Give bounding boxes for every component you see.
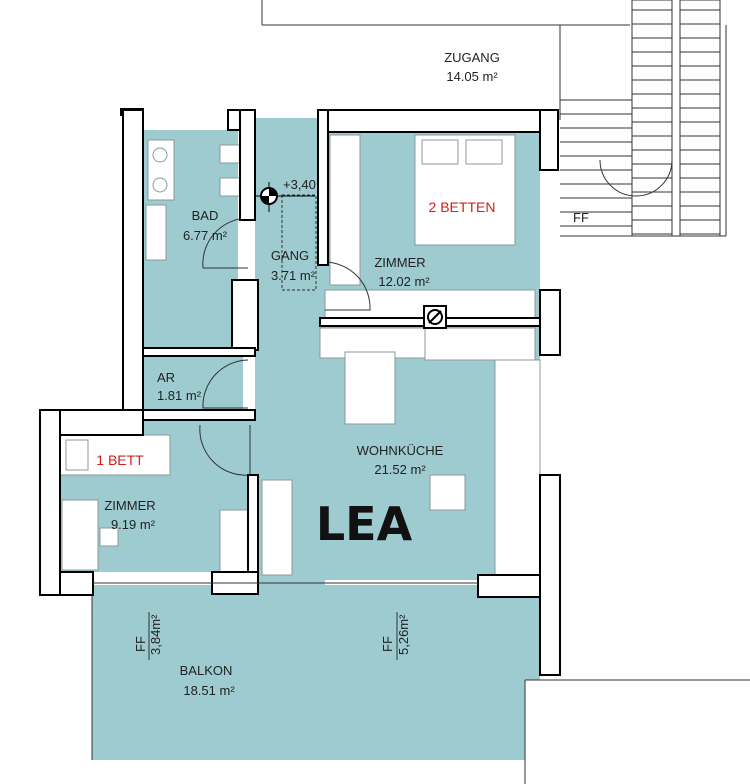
chimney-icon	[423, 305, 447, 329]
zimmer-2-beds: 1 BETT	[96, 452, 144, 468]
balkon-area: 18.51 m²	[183, 683, 235, 698]
ar-label: AR	[157, 370, 175, 385]
apartment-name: LEA	[316, 497, 413, 551]
staircase	[560, 0, 721, 237]
ff-top-label: FF	[573, 210, 589, 225]
level-marker-icon	[255, 182, 315, 212]
room-wohnkueche	[255, 322, 540, 580]
zimmer-1-area: 12.02 m²	[378, 274, 430, 289]
bad-label: BAD	[192, 208, 219, 223]
ff-left-area: 3,84m²	[148, 614, 163, 655]
room-balkon	[92, 585, 540, 760]
zimmer-1-beds: 2 BETTEN	[429, 199, 496, 215]
level-label: +3,40	[283, 177, 316, 192]
zimmer-1-label: ZIMMER	[374, 255, 425, 270]
ar-area: 1.81 m²	[157, 388, 202, 403]
bad-area: 6.77 m²	[183, 228, 228, 243]
zugang-label: ZUGANG	[444, 50, 500, 65]
ff-right-label: FF	[380, 636, 395, 652]
balkon-label: BALKON	[180, 663, 233, 678]
gang-area: 3.71 m²	[271, 268, 316, 283]
walls	[39, 108, 750, 784]
gang-label: GANG	[271, 248, 309, 263]
ff-right-area: 5,26m²	[396, 614, 411, 655]
ff-left-label: FF	[133, 636, 148, 652]
zimmer-2-label: ZIMMER	[104, 498, 155, 513]
zugang-area: 14.05 m²	[446, 69, 498, 84]
zimmer-2-area: 9.19 m²	[111, 517, 156, 532]
doors	[199, 217, 371, 476]
wohnkueche-area: 21.52 m²	[374, 462, 426, 477]
wohnkueche-label: WOHNKÜCHE	[357, 443, 444, 458]
